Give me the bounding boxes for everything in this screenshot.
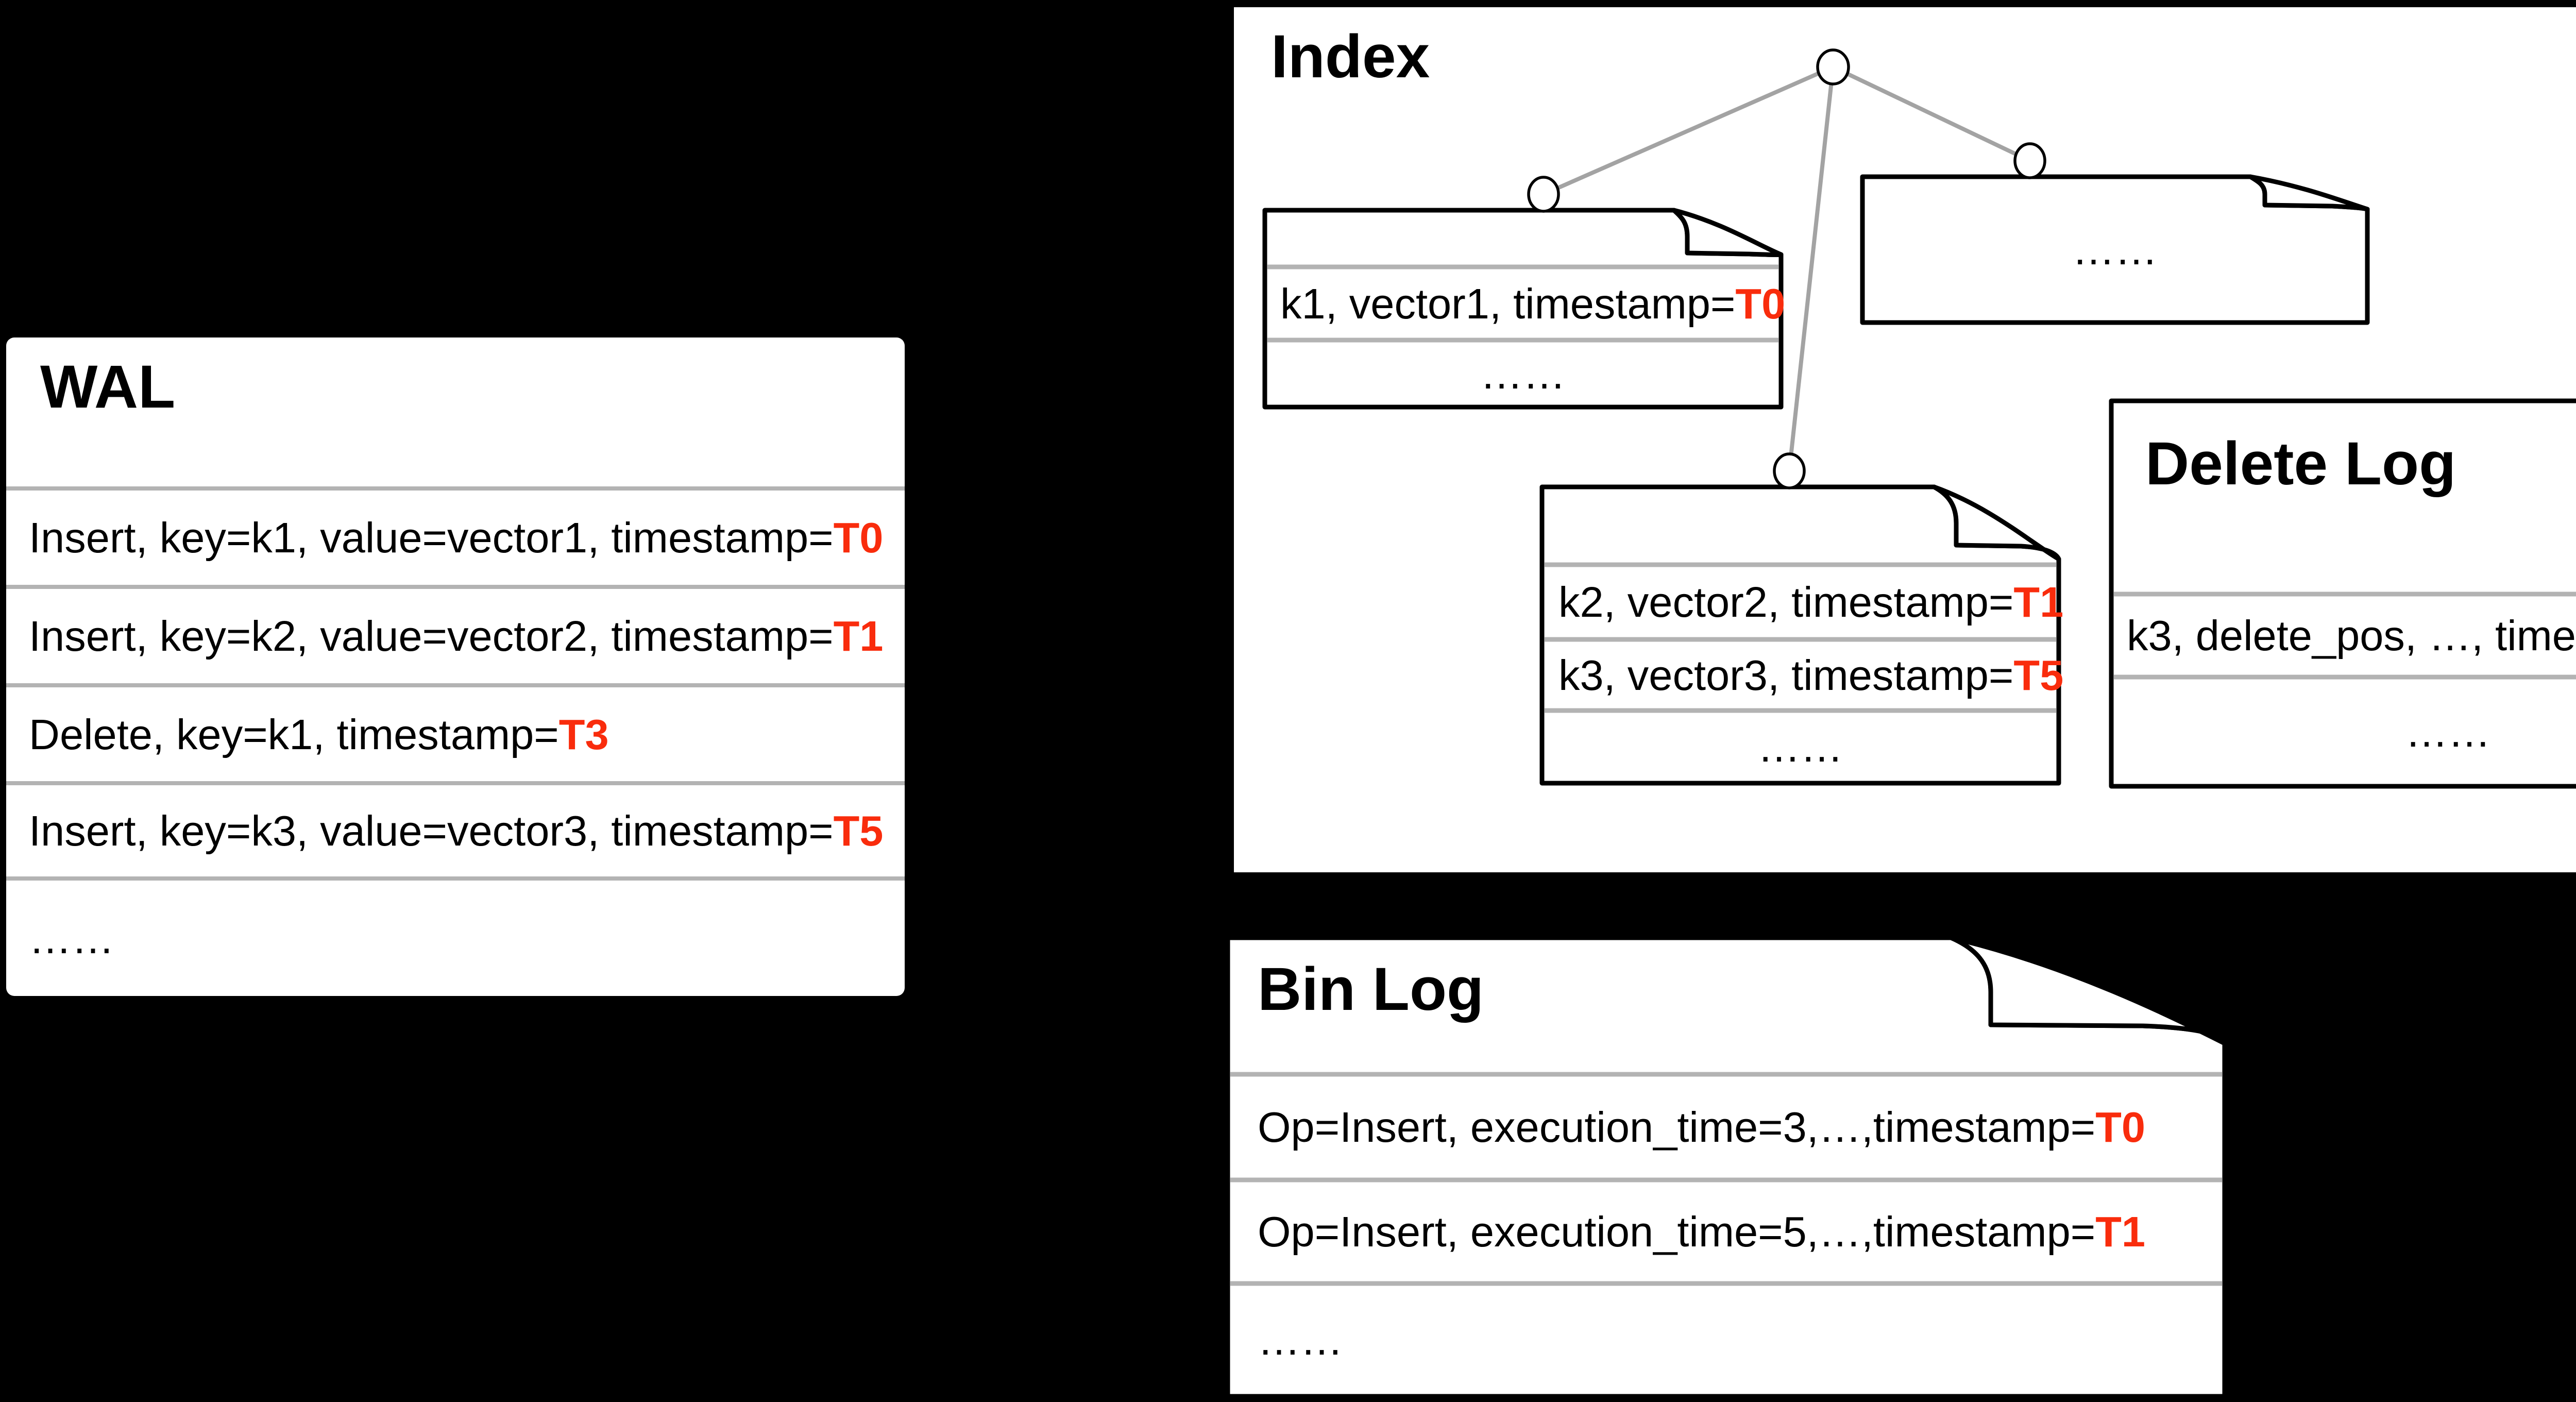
segment-row-text: …… bbox=[2072, 226, 2158, 274]
delete-log-row: …… bbox=[2111, 677, 2576, 786]
segment-row-text: k3, vector3, timestamp= bbox=[1558, 651, 2014, 699]
wal-title: WAL bbox=[40, 353, 176, 421]
wal-row-text: Insert, key=k2, value=vector2, timestamp… bbox=[29, 612, 834, 660]
row-divider bbox=[6, 781, 905, 785]
row-divider bbox=[6, 486, 905, 491]
segment-row: …… bbox=[1265, 340, 1781, 407]
timestamp-value: T0 bbox=[833, 514, 884, 562]
folded-corner bbox=[2248, 174, 2370, 212]
segment-row: k2, vector2, timestamp=T1 bbox=[1542, 565, 2063, 639]
delete-log-row: k3, delete_pos, …, timestamp=T3 bbox=[2111, 594, 2576, 677]
folded-corner bbox=[1671, 208, 1784, 257]
row-divider bbox=[6, 876, 905, 881]
bin-log-row: …… bbox=[1228, 1283, 2225, 1396]
segment-row-text: …… bbox=[1480, 349, 1566, 398]
index-segment-k2k3: k2, vector2, timestamp=T1 k3, vector3, t… bbox=[1539, 484, 2063, 786]
segment-row-text: k1, vector1, timestamp= bbox=[1280, 279, 1736, 328]
wal-row: Insert, key=k3, value=vector3, timestamp… bbox=[6, 785, 905, 876]
wal-row-text: Delete, key=k1, timestamp= bbox=[29, 710, 559, 758]
bin-log-row-text: …… bbox=[1258, 1316, 1343, 1364]
bin-log-row: Op=Insert, execution_time=3,…,timestamp=… bbox=[1228, 1074, 2225, 1180]
index-segment-more: …… bbox=[1860, 174, 2370, 325]
segment-row: …… bbox=[1862, 177, 2367, 323]
row-divider bbox=[6, 585, 905, 589]
delete-log-box: Delete Log k3, delete_pos, …, timestamp=… bbox=[2109, 398, 2576, 789]
wal-row: …… bbox=[6, 881, 905, 996]
bin-log-row: Op=Insert, execution_time=5,…,timestamp=… bbox=[1228, 1180, 2225, 1283]
segment-row: …… bbox=[1542, 711, 2059, 783]
segment-row: k3, vector3, timestamp=T5 bbox=[1542, 639, 2063, 711]
segment-row-text: …… bbox=[1757, 723, 1843, 771]
folded-corner bbox=[1931, 484, 2061, 562]
timestamp-value: T5 bbox=[833, 807, 884, 855]
row-divider bbox=[6, 683, 905, 687]
timestamp-value: T0 bbox=[1735, 279, 1786, 328]
bin-log-row-text: Op=Insert, execution_time=5,…,timestamp= bbox=[1258, 1208, 2096, 1256]
segment-row: k1, vector1, timestamp=T0 bbox=[1265, 267, 1785, 340]
wal-row: Insert, key=k1, value=vector1, timestamp… bbox=[6, 491, 905, 585]
wal-row-text: …… bbox=[29, 914, 114, 962]
timestamp-value: T0 bbox=[2095, 1103, 2146, 1151]
timestamp-value: T1 bbox=[2095, 1208, 2146, 1256]
timestamp-value: T1 bbox=[2013, 578, 2064, 626]
delete-log-row-text: …… bbox=[2405, 707, 2491, 756]
delete-log-row-text: k3, delete_pos, …, timestamp= bbox=[2127, 612, 2576, 660]
wal-row: Insert, key=k2, value=vector2, timestamp… bbox=[6, 589, 905, 683]
wal-row-text: Insert, key=k3, value=vector3, timestamp… bbox=[29, 807, 834, 855]
bin-log-title: Bin Log bbox=[1258, 955, 1484, 1023]
bin-log-box: Bin Log Op=Insert, execution_time=3,…,ti… bbox=[1225, 935, 2227, 1399]
timestamp-value: T5 bbox=[2013, 651, 2064, 699]
delete-log-title: Delete Log bbox=[2145, 430, 2456, 498]
index-title: Index bbox=[1271, 23, 1430, 91]
timestamp-value: T3 bbox=[558, 710, 609, 758]
segment-row-text: k2, vector2, timestamp= bbox=[1558, 578, 2014, 626]
bin-log-row-text: Op=Insert, execution_time=3,…,timestamp= bbox=[1258, 1103, 2096, 1151]
wal-row-text: Insert, key=k1, value=vector1, timestamp… bbox=[29, 514, 834, 562]
timestamp-value: T1 bbox=[833, 612, 884, 660]
folded-corner bbox=[1948, 935, 2227, 1046]
wal-row: Delete, key=k1, timestamp=T3 bbox=[6, 687, 905, 781]
index-segment-k1: k1, vector1, timestamp=T0 …… bbox=[1262, 208, 1785, 410]
wal-box: WAL Insert, key=k1, value=vector1, times… bbox=[6, 337, 905, 996]
